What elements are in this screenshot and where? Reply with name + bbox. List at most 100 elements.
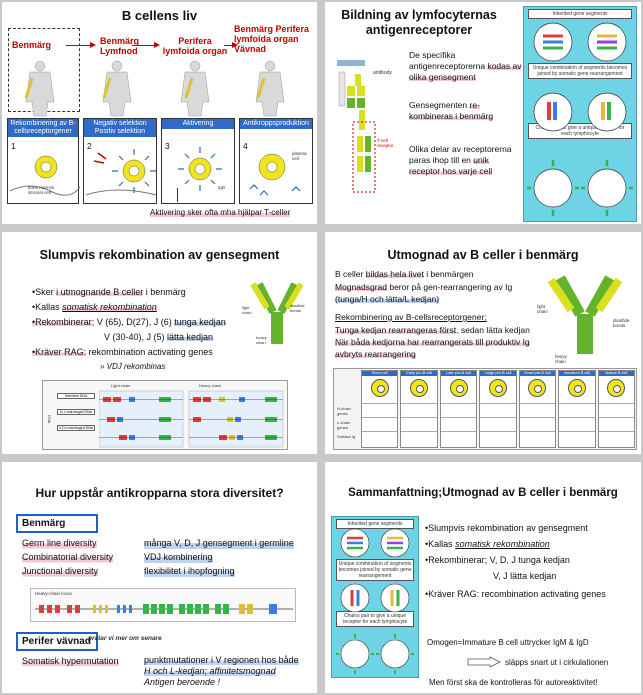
summary-bullet-3b: V, J lätta kedjan [493, 571, 557, 581]
stage-column: Early pro-B cell [400, 370, 438, 448]
hypermutation-label: Somatisk hypermutation [22, 655, 119, 667]
panel-number: 2 [87, 141, 92, 151]
small-label: IgD [218, 185, 226, 190]
line-3: (tunga/H och lätta/L kedjan) [335, 294, 440, 305]
note-release: släpps snart ut i cirkulationen [505, 658, 609, 667]
stage-cell-icon [370, 379, 389, 397]
fig-label-antibody: antibody [373, 70, 392, 76]
stage-column: Mature B cell [597, 370, 635, 448]
highlight: När båda kedjorna har rearrangerats till… [335, 337, 530, 347]
stage-cell-icon [607, 379, 626, 397]
text: •Sker [32, 287, 57, 297]
nucleus [455, 385, 464, 393]
note-immature: Omogen=Immature B cell uttrycker IgM & I… [427, 638, 589, 647]
slide-summary: Sammanfattning;Utmognad av B celler i be… [325, 462, 641, 693]
heavy-chain-locus: Heavy-chain locus [30, 588, 296, 622]
stage-row-cell [480, 403, 516, 417]
section-box-benmarg: Benmärg [16, 514, 98, 533]
highlight: Mognadsgrad [335, 282, 387, 292]
stage-row-cell [598, 417, 634, 431]
stage-row-cell [598, 403, 634, 417]
stage-header: Late pro-B cell [440, 371, 477, 376]
fig-label: heavy chain [555, 354, 568, 364]
text: i benmärg [143, 287, 186, 297]
small-label: plasma cell [292, 151, 307, 161]
highlight-blue: (tunga/H och lätta/L kedjan) [335, 294, 440, 304]
locus-segments [35, 604, 293, 614]
text: rekombination activating genes [86, 347, 213, 357]
stage-row-cell [598, 431, 634, 445]
text: beror på gen-rearrangering av Ig [386, 282, 513, 292]
receptor-gene-figure [337, 60, 376, 193]
stage-cell-icon [528, 379, 547, 397]
panel-1-drawing [9, 155, 80, 196]
line-6: När båda kedjorna har rearrangerats till… [335, 337, 530, 348]
nucleus [573, 385, 582, 393]
stage-header: Stem cell [362, 371, 398, 376]
diversity-item: Junctional diversity [22, 564, 99, 578]
text: , sedan lätta kedjan [456, 325, 530, 335]
stage-row-cell [362, 431, 398, 445]
highlight: Tunga kedjan rearrangeras först [335, 325, 457, 335]
diversity-explanation: många V, D, J gensegment i germline [144, 536, 294, 550]
line-2: Mognadsgrad beror på gen-rearrangering a… [335, 282, 512, 293]
arrow-2 [132, 41, 160, 48]
fig-label: V-DJ rearranged DNA [57, 425, 95, 431]
text: V (30-40), J (5) [104, 332, 168, 342]
fig-label: Germline DNA [57, 393, 95, 399]
panel-number: 4 [243, 141, 248, 151]
summary-bullet-1: •Slumpvis rekombination av gensegment [425, 523, 588, 533]
panel-caption: Inherited gene segments [336, 519, 414, 529]
diversity-explanation: flexibilitet i ihopfogning [144, 564, 235, 578]
slide-b-cell-life: B cellens liv Benmärg Benmärg Lymfnod Pe… [2, 2, 317, 224]
slide-title-line1: Bildning av lymfocyternas [341, 8, 497, 22]
stage-cell-icon [410, 379, 429, 397]
row-label: Surface Ig [337, 434, 356, 439]
stage-row-cell [362, 417, 398, 431]
stage-header: Early pro-B cell [401, 371, 437, 376]
panel-3: Aktivering 3 IgD [161, 118, 235, 204]
summary-bullet-3: •Rekombinerar; V, D, J tunga kedjan [425, 555, 570, 565]
highlight: •Kräver RAG: [32, 347, 87, 357]
explanation-line: H och L-kedjan; affinitetsmognad [144, 666, 276, 677]
arrow-right-icon [467, 656, 501, 668]
bullet-3: •Rekombinerar; V (65), D(27), J (6) tung… [32, 316, 226, 328]
text: De specifika antigenreceptorerna [409, 50, 488, 71]
panel-caption: Aktivering [162, 119, 234, 129]
bullet-2: •Kallas somatisk rekombination [32, 301, 157, 313]
diversity-item: Combinatorial diversity [22, 550, 114, 564]
panel-number: 1 [11, 141, 16, 151]
paragraph-3: Olika delar av receptorerna paras ihop t… [409, 144, 517, 177]
stage-row-cell [559, 431, 595, 445]
bullet-4: •Kräver RAG: rekombination activating ge… [32, 346, 213, 358]
highlight: i utmognande B celler [56, 287, 144, 297]
stage-column: Stem cell [361, 370, 399, 448]
emphasis: somatisk rekombination [455, 539, 550, 549]
section-note: pratar vi mer om senare [88, 635, 162, 642]
stage-row-cell [401, 403, 437, 417]
stage-header: Large pre-B cell [480, 371, 516, 376]
row-label: H-chain genes [337, 406, 351, 416]
slide-title: Slumpvis rekombination av gensegment [39, 248, 280, 262]
highlight-blue: tunga kedjan [174, 317, 226, 327]
slide-random-recombination: Slumpvis rekombination av gensegment •Sk… [2, 232, 317, 454]
pointer-line [177, 188, 178, 202]
panel-caption: Chains pair to give a unique receptor fo… [336, 611, 414, 627]
fig-label: light chain [242, 305, 252, 315]
arrow-1 [66, 41, 96, 48]
stage-label-1: Benmärg [12, 40, 52, 50]
panel-caption: Inherited gene segments [528, 9, 632, 19]
diversity-explanation: VDJ kombinering [144, 550, 213, 564]
text: B celler [335, 269, 366, 279]
summary-bullet-2: •Kallas somatisk rekombination [425, 538, 550, 550]
paragraph-1: De specifika antigenreceptorerna kodas a… [409, 50, 525, 83]
highlight: bildas hela livet [365, 269, 424, 279]
panel-number: 3 [165, 141, 170, 151]
panel-caption: Rekombinering av B-cellsreceptorgener [8, 119, 78, 137]
emphasis: somatisk rekombination [62, 302, 157, 312]
nucleus [534, 385, 543, 393]
line-7: avbryts rearrangering [335, 349, 416, 360]
line-1: B celler bildas hela livet i benmärgen [335, 269, 473, 280]
note-autoreactivity: Men först ska de kontrolleras för autore… [429, 678, 598, 687]
explanation-line: punktmutationer i V regionen hos både [144, 655, 299, 666]
